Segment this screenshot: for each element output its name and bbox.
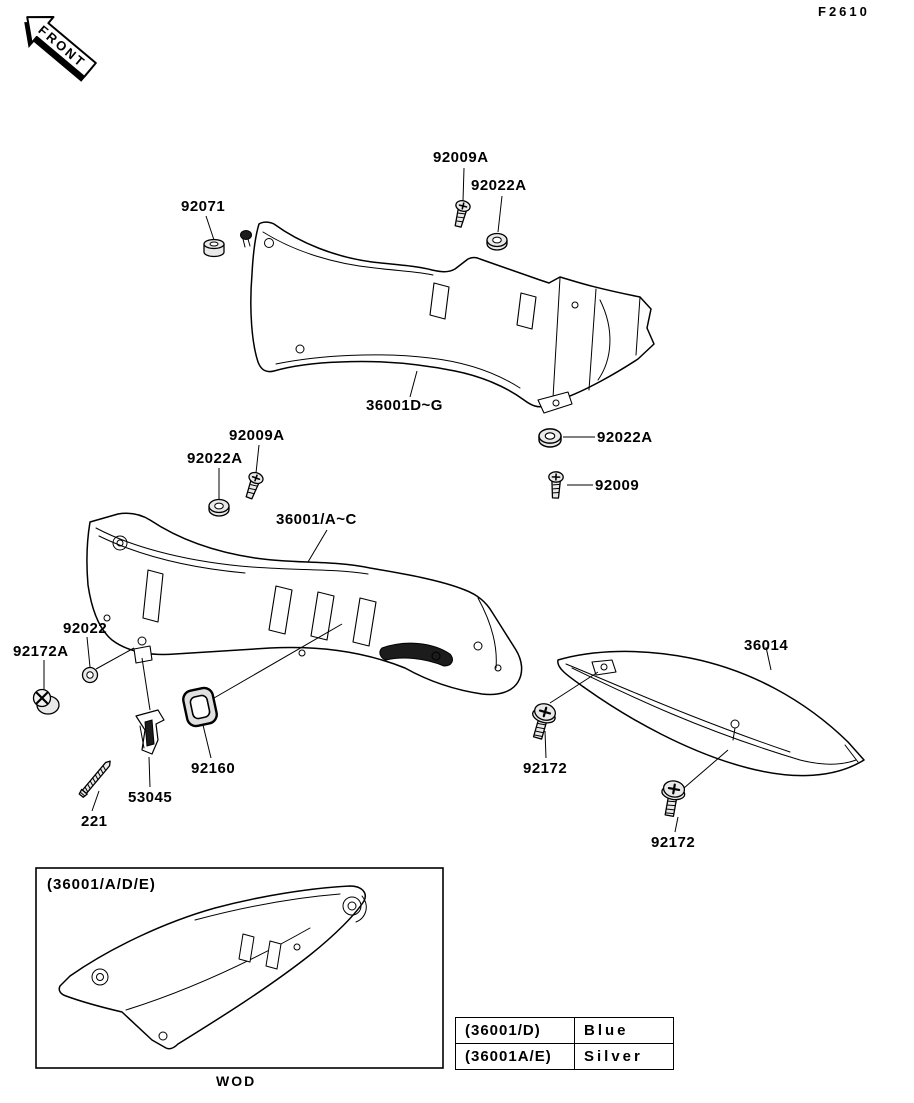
part-label-92022a-right: 92022A xyxy=(597,429,653,446)
washer-92022a-right xyxy=(538,428,562,448)
damper-92160 xyxy=(182,686,218,728)
part-label-92172-left: 92172 xyxy=(523,760,568,777)
washer-92022 xyxy=(81,666,99,684)
part-label-36001-a-c: 36001/A~C xyxy=(276,511,357,528)
color-table-row: (36001A/E) Silver xyxy=(455,1043,674,1070)
part-label-53045: 53045 xyxy=(128,789,173,806)
side-cover-36001dg xyxy=(240,221,655,414)
part-label-36001d-g: 36001D~G xyxy=(366,397,443,414)
footer-code: WOD xyxy=(216,1073,257,1089)
part-label-92022a-mid: 92022A xyxy=(187,450,243,467)
doc-code: F2610 xyxy=(818,4,870,19)
part-label-92009a-top: 92009A xyxy=(433,149,489,166)
screw-in-cover xyxy=(240,230,252,248)
screw-92009a-mid xyxy=(241,469,266,501)
part-label-92172-bottom: 92172 xyxy=(651,834,696,851)
color-table-color: Blue xyxy=(574,1017,674,1044)
color-table: (36001/D) Blue (36001A/E) Silver xyxy=(455,1017,674,1070)
part-label-221: 221 xyxy=(81,813,108,830)
part-label-36014: 36014 xyxy=(744,637,789,654)
front-arrow-icon: FRONT xyxy=(24,15,97,82)
part-label-92009: 92009 xyxy=(595,477,640,494)
leader-lines xyxy=(43,167,772,833)
part-label-92172a: 92172A xyxy=(13,643,69,660)
chain-cover-36014 xyxy=(557,650,865,777)
washer-92022a-top xyxy=(486,232,508,251)
side-cover-36001ac xyxy=(86,512,523,696)
part-label-92022a-top: 92022A xyxy=(471,177,527,194)
color-table-part: (36001A/E) xyxy=(455,1043,575,1070)
color-table-row: (36001/D) Blue xyxy=(455,1017,674,1044)
screw-221 xyxy=(78,760,111,798)
grommet-92071 xyxy=(203,238,225,258)
inset-caption: (36001/A/D/E) xyxy=(47,876,156,893)
bolt-92172-left xyxy=(525,700,560,743)
bolt-92172a xyxy=(32,688,60,715)
part-label-92022: 92022 xyxy=(63,620,108,637)
screw-92009 xyxy=(547,470,565,500)
hook-53045 xyxy=(135,709,165,755)
part-label-92009a-mid: 92009A xyxy=(229,427,285,444)
inset-cover-36001ade xyxy=(58,885,367,1050)
color-table-color: Silver xyxy=(574,1043,674,1070)
inset-box xyxy=(35,867,444,1069)
part-label-92160: 92160 xyxy=(191,760,236,777)
bolt-92172-bottom xyxy=(656,778,688,819)
part-label-92071: 92071 xyxy=(181,198,226,215)
color-table-part: (36001/D) xyxy=(455,1017,575,1044)
screw-92009a-top xyxy=(450,198,473,229)
washer-92022a-mid xyxy=(208,498,230,517)
